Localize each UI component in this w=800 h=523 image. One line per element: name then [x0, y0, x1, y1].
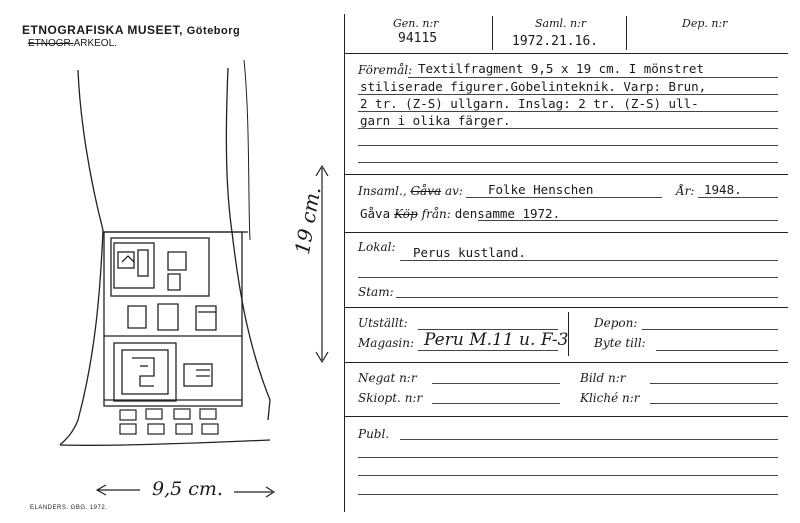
magasin-label: Magasin: — [358, 336, 415, 350]
rule — [418, 329, 558, 330]
rule — [358, 457, 778, 458]
rule — [358, 94, 778, 95]
rule — [466, 197, 662, 198]
fran-row: Gåva Köp från: densamme 1972. — [360, 206, 560, 221]
department: ARKEOL. — [73, 38, 117, 49]
foremal-line-1: Textilfragment 9,5 x 19 cm. I mönstret — [418, 61, 704, 76]
kliche-label: Kliché n:r — [580, 391, 640, 405]
skiopt-label: Skiopt. n:r — [358, 391, 423, 405]
foremal-line-2: stiliserade figurer.Gobelinteknik. Varp:… — [360, 79, 707, 94]
kop-struck: Köp — [394, 207, 418, 221]
rule — [408, 77, 778, 78]
fran-value: densamme 1972. — [454, 206, 561, 221]
header-divider-1 — [492, 16, 493, 50]
lokal-label: Lokal: — [358, 240, 396, 254]
gen-label: Gen. n:r — [393, 17, 439, 30]
museum-name: ETNOGRAFISKA MUSEET, — [22, 23, 183, 37]
printer-credit: ELANDERS. GBG. 1972. — [30, 505, 108, 511]
card-left-border — [344, 14, 345, 512]
dep-label: Dep. n:r — [682, 17, 728, 30]
fran-label: från: — [421, 207, 451, 221]
museum-city: Göteborg — [186, 25, 241, 37]
insaml-value: Folke Henschen — [488, 182, 594, 197]
rule — [400, 260, 778, 261]
rule — [358, 111, 778, 112]
width-dimension-label: 9,5 cm. — [152, 478, 223, 500]
section-rule — [344, 416, 788, 417]
rule — [642, 329, 778, 330]
rule — [698, 197, 778, 198]
insaml-struck: Gåva — [410, 184, 442, 198]
header-divider-2 — [626, 16, 627, 50]
insaml-label-a: Insaml., — [358, 184, 407, 198]
magasin-value: Peru M.11 u. F-3 — [424, 330, 569, 350]
section-rule — [344, 362, 788, 363]
rule — [400, 439, 778, 440]
byte-label: Byte till: — [594, 336, 646, 350]
section-rule — [344, 174, 788, 175]
section-rule — [344, 307, 788, 308]
department-line: ETNOGR.ARKEOL. — [28, 38, 117, 49]
header-rule — [344, 53, 788, 54]
negat-label: Negat n:r — [358, 371, 417, 385]
rule — [650, 403, 778, 404]
saml-value: 1972.21.16. — [512, 34, 599, 49]
foremal-line-3: 2 tr. (Z-S) ullgarn. Inslag: 2 tr. (Z-S)… — [360, 96, 699, 111]
lokal-value: Perus kustland. — [413, 245, 526, 260]
rule — [358, 494, 778, 495]
rule — [432, 383, 560, 384]
rule — [656, 350, 778, 351]
utstallt-divider — [568, 312, 569, 356]
ar-value: 1948. — [704, 182, 742, 197]
rule — [478, 220, 778, 221]
rule — [396, 297, 778, 298]
rule — [418, 350, 558, 351]
rule — [358, 128, 778, 129]
depon-label: Depon: — [594, 316, 638, 330]
foremal-label: Föremål: — [358, 63, 413, 77]
stam-label: Stam: — [358, 285, 394, 299]
textile-sketch — [59, 59, 329, 498]
saml-label: Saml. n:r — [535, 17, 587, 30]
insaml-label: Insaml., Gåva av: — [358, 184, 463, 198]
struck-department: ETNOGR. — [28, 38, 74, 49]
rule — [358, 475, 778, 476]
insaml-label-b: av: — [444, 184, 463, 198]
rule — [358, 277, 778, 278]
rule — [650, 383, 778, 384]
gen-value: 94115 — [398, 31, 438, 46]
bild-label: Bild n:r — [580, 371, 626, 385]
museum-header: ETNOGRAFISKA MUSEET, Göteborg — [22, 23, 240, 37]
section-rule — [344, 232, 788, 233]
gava-text: Gåva — [360, 206, 391, 221]
publ-label: Publ. — [358, 427, 390, 441]
foremal-line-4: garn i olika färger. — [360, 113, 511, 128]
rule — [432, 403, 560, 404]
ar-label: År: — [676, 184, 695, 198]
rule — [358, 145, 778, 146]
rule — [358, 162, 778, 163]
utstallt-label: Utställt: — [358, 316, 408, 330]
